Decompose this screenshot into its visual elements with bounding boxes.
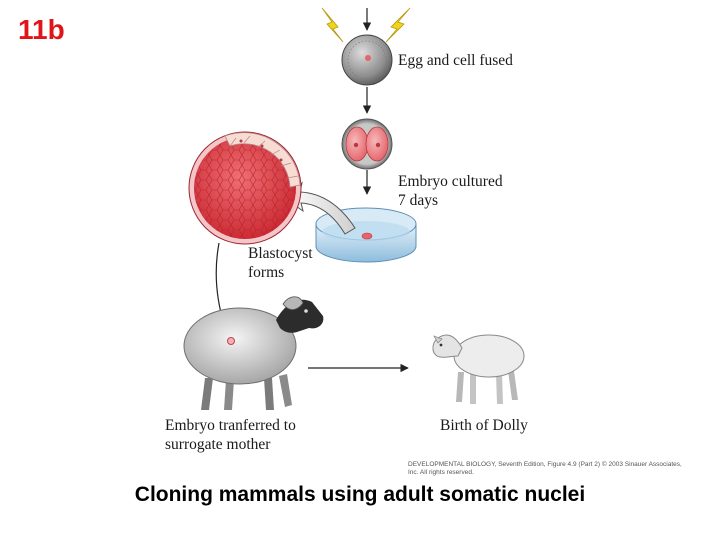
- surrogate-ewe: [183, 296, 324, 410]
- blastocyst-sphere: [188, 131, 302, 245]
- two-cell-embryo: [341, 118, 393, 170]
- fused-egg-cell: [341, 34, 393, 86]
- step-label-egg-fused: Egg and cell fused: [398, 52, 513, 69]
- lightning-bolt-icon: [321, 7, 344, 43]
- step-label-blastocyst: Blastocyst forms: [248, 245, 313, 281]
- step-label-birth-of-dolly: Birth of Dolly: [440, 417, 528, 434]
- figure-credit: DEVELOPMENTAL BIOLOGY, Seventh Edition, …: [408, 461, 682, 476]
- step-label-embryo-transfer: Embryo tranferred to surrogate mother: [165, 417, 296, 453]
- cloned-lamb: [432, 334, 525, 404]
- slide-number: 11b: [18, 14, 65, 45]
- lightning-bolt-icon: [385, 7, 411, 43]
- step-label-embryo-cultured: Embryo cultured 7 days: [398, 173, 503, 209]
- slide-caption: Cloning mammals using adult somatic nucl…: [134, 483, 586, 506]
